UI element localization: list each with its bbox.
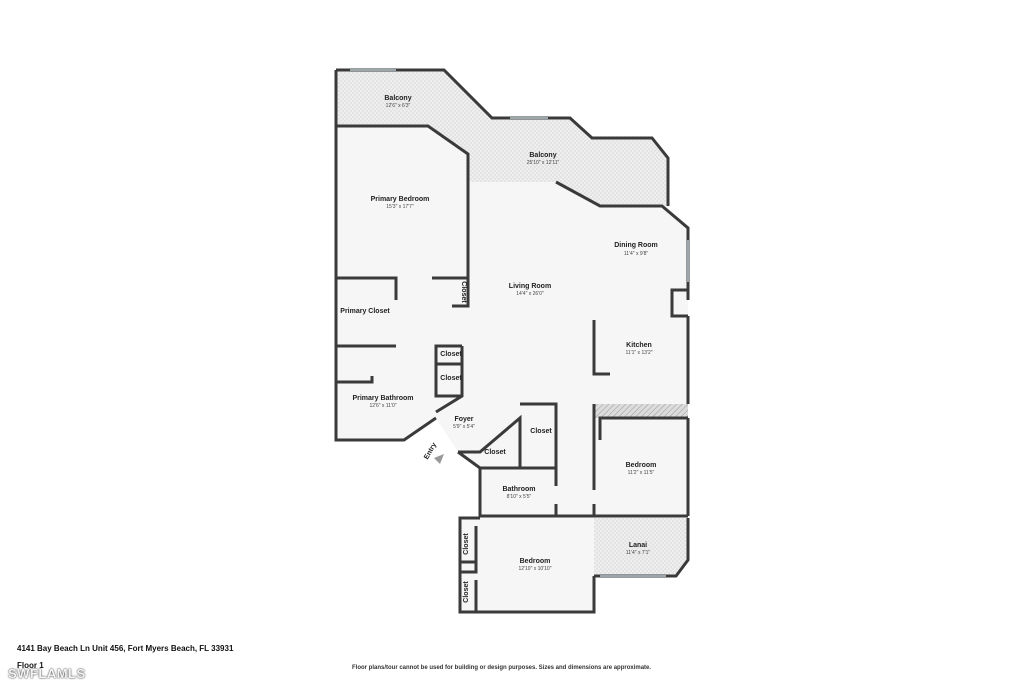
label-closet-b: Closet: [440, 375, 462, 382]
bedroom-right-inner: [598, 416, 688, 440]
dims-bedroom-right: 11'2" x 11'5": [628, 470, 655, 476]
entry-arrow-icon: [434, 454, 444, 464]
primary-bedroom-top: [336, 124, 470, 280]
bathroom-bottom: [478, 468, 558, 518]
counter-hatch: [594, 404, 688, 418]
label-balcony-large: Balcony: [529, 152, 556, 159]
label-foyer: Foyer: [454, 416, 473, 423]
primary-bedroom-bottom: [336, 276, 398, 300]
dims-kitchen: 11'1" x 13'2": [625, 350, 652, 356]
floor-plan: Balcony 12'6" x 6'3" Balcony 25'10" x 12…: [334, 68, 690, 614]
label-closet-a: Closet: [440, 351, 462, 358]
pantry-box: [670, 288, 688, 318]
dims-primary-bathroom: 12'6" x 11'0": [369, 403, 396, 409]
dims-balcony-small: 12'6" x 6'3": [386, 103, 411, 109]
bottom-closets: [460, 526, 478, 574]
floor-fills: [336, 70, 688, 612]
dims-balcony-large: 25'10" x 12'11": [527, 160, 560, 166]
property-address: 4141 Bay Beach Ln Unit 456, Fort Myers B…: [17, 644, 234, 653]
label-balcony-small: Balcony: [384, 95, 411, 102]
kitchen-island: [592, 320, 610, 376]
label-closet-vertical-2: Closet: [463, 533, 470, 555]
label-lanai: Lanai: [629, 542, 647, 549]
label-bedroom-right: Bedroom: [626, 462, 657, 469]
interior-floor: [336, 126, 688, 612]
entry-marker: Entry: [423, 442, 444, 464]
foyer-diagonal: [457, 450, 481, 470]
label-bathroom: Bathroom: [502, 486, 535, 493]
lanai-floor: [594, 518, 688, 576]
floor-label: Floor 1: [17, 661, 44, 670]
closet-vertical-box: [432, 276, 470, 308]
dims-living-room: 14'4" x 26'0": [516, 291, 544, 297]
bedroom-bottom-outer: [458, 516, 596, 614]
dims-bathroom: 8'10" x 5'5": [507, 494, 532, 500]
label-primary-closet: Primary Closet: [340, 308, 390, 315]
label-closet-vertical-1: Closet: [460, 281, 467, 303]
watermark: SWFLAMLS: [8, 666, 86, 681]
label-primary-bedroom: Primary Bedroom: [371, 196, 430, 203]
dims-primary-bedroom: 15'3" x 17'7": [386, 204, 414, 210]
primary-bath-top: [336, 376, 374, 384]
dims-dining-room: 11'4" x 9'8": [624, 251, 648, 257]
label-bedroom-bottom: Bedroom: [520, 558, 551, 565]
windows: [350, 69, 689, 577]
room-labels: Balcony 12'6" x 6'3" Balcony 25'10" x 12…: [340, 95, 657, 603]
bath-closets: [434, 344, 462, 398]
balcony-large-floor: [428, 70, 668, 206]
balcony-outer-top: [336, 68, 670, 206]
disclaimer: Floor plans/tour cannot be used for buil…: [352, 665, 652, 671]
label-living-room: Living Room: [509, 283, 551, 290]
label-closet-d: Closet: [484, 449, 506, 456]
label-closet-c: Closet: [530, 428, 552, 435]
dims-bedroom-bottom: 12'10" x 10'10": [519, 566, 552, 572]
label-kitchen: Kitchen: [626, 342, 652, 349]
outer-wall-left: [334, 70, 437, 442]
label-primary-bathroom: Primary Bathroom: [352, 395, 413, 402]
bathroom-walls: [480, 466, 558, 486]
dims-foyer: 5'9" x 5'4": [453, 424, 475, 430]
label-closet-vertical-3: Closet: [463, 581, 470, 603]
label-dining-room: Dining Room: [614, 242, 658, 249]
dims-lanai: 11'4" x 7'1": [626, 550, 650, 556]
